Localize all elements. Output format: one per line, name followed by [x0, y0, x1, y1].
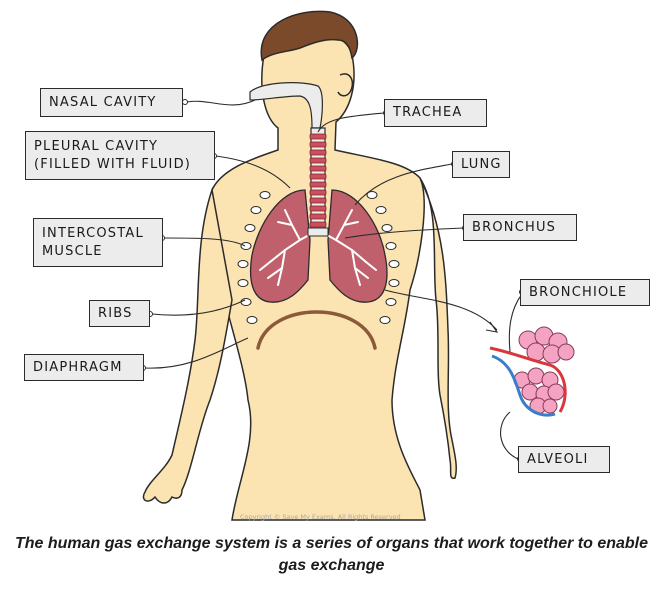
watermark: Copyright © Save My Exams. All Rights Re… [240, 513, 401, 521]
label-text: NASAL CAVITY [49, 94, 157, 112]
label-text: RIBS [98, 305, 133, 323]
label-text-line2: MUSCLE [42, 243, 103, 261]
label-text-line1: INTERCOSTAL [42, 225, 144, 243]
label-text: LUNG [461, 156, 502, 174]
label-bronchus: BRONCHUS [463, 214, 577, 241]
label-ribs: RIBS [89, 300, 150, 327]
label-lung: LUNG [452, 151, 510, 178]
label-trachea: TRACHEA [384, 99, 487, 127]
figure-caption: The human gas exchange system is a serie… [0, 533, 663, 577]
label-nasal-cavity: NASAL CAVITY [40, 88, 183, 117]
label-text-line1: PLEURAL CAVITY [34, 138, 158, 156]
alveoli-inset [490, 327, 574, 415]
label-diaphragm: DIAPHRAGM [24, 354, 144, 381]
label-text: DIAPHRAGM [33, 359, 123, 377]
label-alveoli: ALVEOLI [518, 446, 610, 473]
label-text: BRONCHUS [472, 219, 556, 237]
zoom-arrowhead [486, 322, 497, 332]
label-text: ALVEOLI [527, 451, 589, 469]
label-text: BRONCHIOLE [529, 284, 627, 302]
label-pleural-cavity: PLEURAL CAVITY (FILLED WITH FLUID) [25, 131, 215, 180]
label-text-line2: (FILLED WITH FLUID) [34, 156, 191, 174]
label-intercostal-muscle: INTERCOSTAL MUSCLE [33, 218, 163, 267]
label-bronchiole: BRONCHIOLE [520, 279, 650, 306]
leader-nasal [187, 100, 255, 105]
leader-alveoli [501, 412, 518, 459]
label-text: TRACHEA [393, 104, 462, 122]
